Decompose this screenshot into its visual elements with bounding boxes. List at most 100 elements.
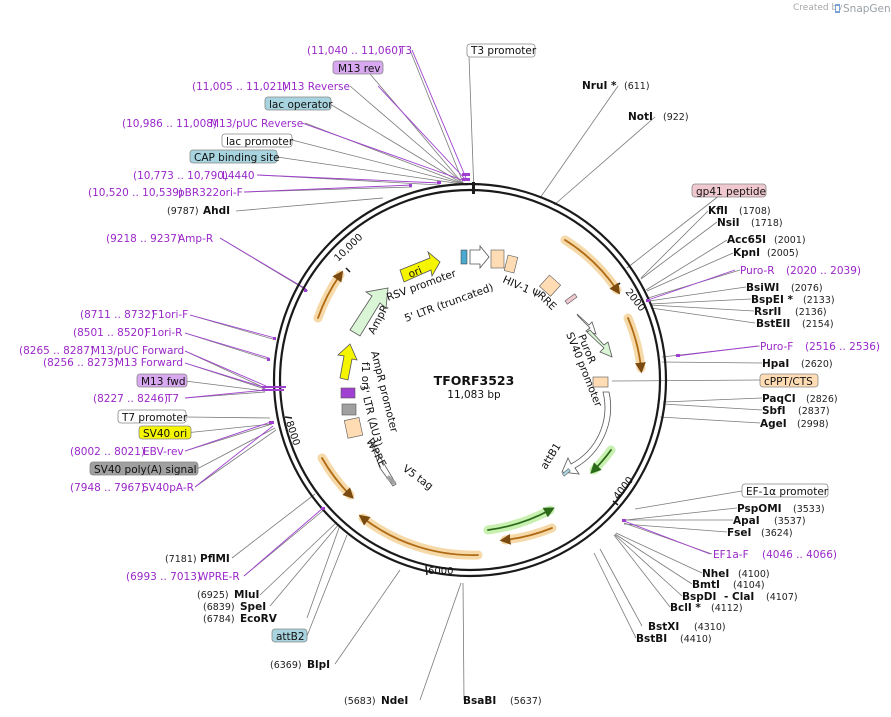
label-attb1: attB1 bbox=[538, 441, 563, 472]
primer-t3-name: T3 bbox=[398, 45, 412, 57]
rre-block bbox=[539, 274, 562, 297]
feature-gp41: gp41 peptide bbox=[691, 183, 767, 198]
enzyme-spei-pos: (6839) bbox=[203, 602, 235, 613]
f1-ori-arrow bbox=[337, 343, 358, 381]
primer-puro-r-pos: (2020 .. 2039) bbox=[786, 265, 861, 277]
sv40-block bbox=[341, 403, 357, 416]
svg-text:cPPT/CTS: cPPT/CTS bbox=[764, 376, 813, 388]
enzyme-nrui-name: NruI * bbox=[582, 80, 617, 92]
enzyme-kpni-name: KpnI bbox=[733, 247, 760, 259]
enzyme-agei-name: AgeI bbox=[760, 418, 787, 430]
primer-m13puc-rev-pos: (10,986 .. 11,008) bbox=[122, 118, 217, 130]
svg-text:attB2: attB2 bbox=[276, 631, 305, 643]
svg-text:lac operator: lac operator bbox=[269, 99, 333, 111]
primer-m13puc-rev-name: M13/pUC Reverse bbox=[210, 118, 303, 130]
enzyme-nsii-pos: (1718) bbox=[751, 218, 783, 229]
primer-m13-forward-pos: (8256 .. 8273) bbox=[43, 357, 118, 369]
enzyme-ahdi-pos: (9787) bbox=[167, 206, 199, 217]
primer-m13-reverse-pos: (11,005 .. 11,021) bbox=[192, 81, 287, 93]
primer-wpre-r-pos: (6993 .. 7013) bbox=[126, 571, 201, 583]
feature-attb2: attB2 bbox=[271, 628, 308, 643]
enzyme-clai-pos: (4107) bbox=[766, 592, 798, 603]
enzyme-nsii-name: NsiI bbox=[717, 217, 740, 229]
svg-text:EF-1α promoter: EF-1α promoter bbox=[746, 486, 829, 498]
enzyme-noti-name: NotI bbox=[628, 111, 653, 123]
feature-ef1a-promoter: EF-1α promoter bbox=[741, 483, 829, 498]
svg-text:SV40 poly(A) signal: SV40 poly(A) signal bbox=[94, 464, 197, 476]
primer-wpre-r-name: WPRE-R bbox=[198, 571, 240, 583]
ltr3-block bbox=[343, 417, 364, 439]
origin-marker bbox=[472, 182, 475, 194]
rsv-promoter-arrow bbox=[469, 244, 490, 270]
enzyme-bcli-pos: (4112) bbox=[711, 603, 743, 614]
credit-text: Created by bbox=[793, 3, 843, 13]
enzyme-ndei-name: NdeI bbox=[381, 695, 408, 707]
label-f1-ori: f1 ori bbox=[359, 362, 371, 389]
enzyme-bstxi-pos: (4310) bbox=[694, 622, 726, 633]
enzyme-bstbi-pos: (4410) bbox=[680, 634, 712, 645]
primer-puro-f-pos: (2516 .. 2536) bbox=[805, 341, 880, 353]
feature-t7-promoter: T7 promoter bbox=[117, 409, 188, 424]
feature-lac-promoter: lac promoter bbox=[221, 133, 294, 148]
enzyme-bsteii-pos: (2154) bbox=[802, 319, 834, 330]
primer-ampr-pos: (9218 .. 9237) bbox=[106, 233, 181, 245]
map-name: TFORF3523 bbox=[434, 373, 515, 388]
enzyme-paqci-name: PaqCI bbox=[762, 393, 796, 405]
primer-marks bbox=[262, 173, 680, 522]
enzyme-nhei-name: NheI bbox=[702, 568, 729, 580]
primer-ef1a-f-name: EF1a-F bbox=[713, 549, 749, 561]
svg-text:SV40 ori: SV40 ori bbox=[143, 428, 187, 440]
inner-features bbox=[337, 244, 613, 487]
enzyme-pflmi-pos: (7181) bbox=[165, 554, 197, 565]
feature-sv40-ori: SV40 ori bbox=[138, 425, 192, 440]
primer-pbr322-name: pBR322ori-F bbox=[178, 187, 243, 199]
enzyme-apai-pos: (3537) bbox=[774, 516, 806, 527]
primer-ebv-rev-name: EBV-rev bbox=[143, 446, 184, 458]
enzyme-rsrii-pos: (2136) bbox=[795, 307, 827, 318]
enzyme-ndei-pos: (5683) bbox=[344, 696, 376, 707]
primer-ebv-rev-pos: (8002 .. 8021) bbox=[70, 446, 145, 458]
cppt-block bbox=[592, 376, 609, 388]
enzyme-bsiwi-pos: (2076) bbox=[791, 283, 823, 294]
ampr-promoter-block bbox=[340, 387, 356, 399]
primer-m13-forward-name: M13 Forward bbox=[115, 357, 183, 369]
primer-m13puc-fwd-pos: (8265 .. 8287) bbox=[19, 345, 94, 357]
enzyme-fsei-name: FseI bbox=[727, 527, 751, 539]
enzyme-bsiwi-name: BsiWI bbox=[746, 282, 779, 294]
primer-t7-pos: (8227 .. 8246) bbox=[93, 393, 168, 405]
primer-puro-r-name: Puro-R bbox=[740, 265, 775, 277]
primer-puro-f-name: Puro-F bbox=[760, 341, 793, 353]
svg-text:CAP binding site: CAP binding site bbox=[194, 152, 280, 164]
primer-m13puc-fwd-name: M13/pUC Forward bbox=[91, 345, 184, 357]
enzyme-bsteii-name: BstEII bbox=[756, 318, 790, 330]
primer-m13-reverse-name: M13 Reverse bbox=[282, 81, 350, 93]
hiv-psi-block bbox=[503, 254, 519, 274]
enzyme-bmti-pos: (4104) bbox=[733, 580, 765, 591]
enzyme-pspomi-pos: (3533) bbox=[793, 504, 825, 515]
primer-sv40pa-r-name: SV40pA-R bbox=[142, 482, 194, 494]
enzyme-sbfi-name: SbfI bbox=[762, 405, 786, 417]
v5-tag-block bbox=[385, 475, 397, 485]
enzyme-bcli-name: BclI * bbox=[670, 602, 701, 614]
enzyme-apai-name: ApaI bbox=[733, 515, 760, 527]
svg-text:M13 fwd: M13 fwd bbox=[141, 376, 186, 388]
primer-t7-name: T7 bbox=[165, 393, 179, 405]
feature-cppt: cPPT/CTS bbox=[759, 373, 819, 388]
svg-text:T7 promoter: T7 promoter bbox=[121, 412, 188, 424]
enzyme-hpai-pos: (2620) bbox=[801, 359, 833, 370]
enzyme-noti-pos: (922) bbox=[663, 112, 689, 123]
gp41-block bbox=[564, 293, 578, 305]
feature-sv40-polya: SV40 poly(A) signal bbox=[89, 461, 199, 476]
enzyme-bspdi-name: BspDI bbox=[682, 591, 716, 603]
enzyme-ecorv-name: EcoRV bbox=[240, 613, 278, 625]
enzyme-ahdi-name: AhdI bbox=[203, 205, 230, 217]
enzyme-bstbi-name: BstBI bbox=[636, 633, 667, 645]
enzyme-rsrii-name: RsrII bbox=[754, 306, 781, 318]
snapgene-logo-icon bbox=[835, 4, 840, 13]
label-v5-tag: V5 tag bbox=[400, 463, 435, 493]
enzyme-bspei-name: BspEI * bbox=[751, 294, 794, 306]
svg-text:lac promoter: lac promoter bbox=[226, 136, 294, 148]
ori-arrow bbox=[399, 250, 441, 283]
primer-leader-lines bbox=[184, 49, 759, 577]
